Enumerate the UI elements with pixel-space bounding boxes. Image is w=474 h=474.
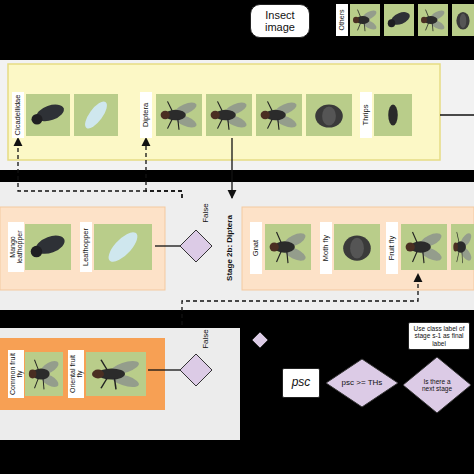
node-label: Moth fly [322,224,330,272]
node-label: Is there a next stage [418,378,456,392]
node-label: Gnat [252,224,260,272]
decision-diamond: Is there a next stage [402,356,472,414]
node-label: Thrips [362,94,370,136]
flow-arrow [231,138,232,198]
node-label: Common fruit fly [9,352,24,396]
node-label: Use class label of stage s-1 as final la… [411,325,467,346]
node-label: Stage 2b: Diptera [226,200,234,296]
decision-diamond: psc >= THs [325,358,399,408]
class-panel: Gnat [250,222,314,274]
label-strip: Mango leafhopper [8,222,24,272]
node-label: False [202,326,210,352]
node-label: False [202,199,210,227]
dashed-arrow [146,138,182,198]
node-label: Mango leafhopper [9,224,24,270]
label-strip: Thrips [360,92,372,138]
label-strip: Moth fly [320,222,332,274]
process-box: Insect image [250,4,310,38]
class-panel: Mango leafhopper [8,222,74,272]
label-strip: Leafhopper [80,222,92,272]
class-panel: Oriental fruit fly [68,350,148,398]
class-panel: Fruit fly [386,222,474,274]
node-label: Insect image [253,9,307,33]
label-strip: Oriental fruit fly [68,350,84,398]
flow-arrow [155,245,180,246]
class-panel: Diptera [140,92,355,138]
node-label: Leafhopper [82,224,90,270]
node-label: Oriental fruit fly [69,352,84,396]
class-panel: Common fruit fly [8,350,64,398]
node-label: Diptera [142,94,150,136]
class-panel: Leafhopper [80,222,155,272]
flow-arrow [148,369,180,370]
dashed-arrow [182,274,418,325]
label-strip: Fruit fly [386,222,398,274]
label-strip: Cicadellidae [12,92,24,138]
node-label: psc [292,376,311,389]
process-box: Use class label of stage s-1 as final la… [408,322,470,350]
label-strip: Common fruit fly [8,350,24,398]
dashed-arrow [18,138,182,198]
label-strip: Others [336,4,348,36]
diamond-shape [180,230,212,262]
stage-group: Gnat Moth fly Fruit fly Stage 2b: Diptera [222,198,474,298]
diamond-shape [403,357,471,413]
class-panel: Thrips [360,92,415,138]
class-panel: Cicadellidae [12,92,122,138]
class-panel: Moth fly [320,222,384,274]
diamond-shape [326,359,398,407]
node-label: Others [338,6,345,34]
process-box: psc [282,368,320,398]
node-label: Fruit fly [388,224,396,272]
diamond-shape [180,354,212,386]
class-panel: Others [336,4,474,36]
decision-diamond: False [178,198,214,264]
node-label: psc >= THs [339,379,385,388]
label-strip: Gnat [250,222,262,274]
node-label: Cicadellidae [14,94,22,136]
label-strip: Diptera [140,92,152,138]
decision-diamond: False [178,325,214,387]
